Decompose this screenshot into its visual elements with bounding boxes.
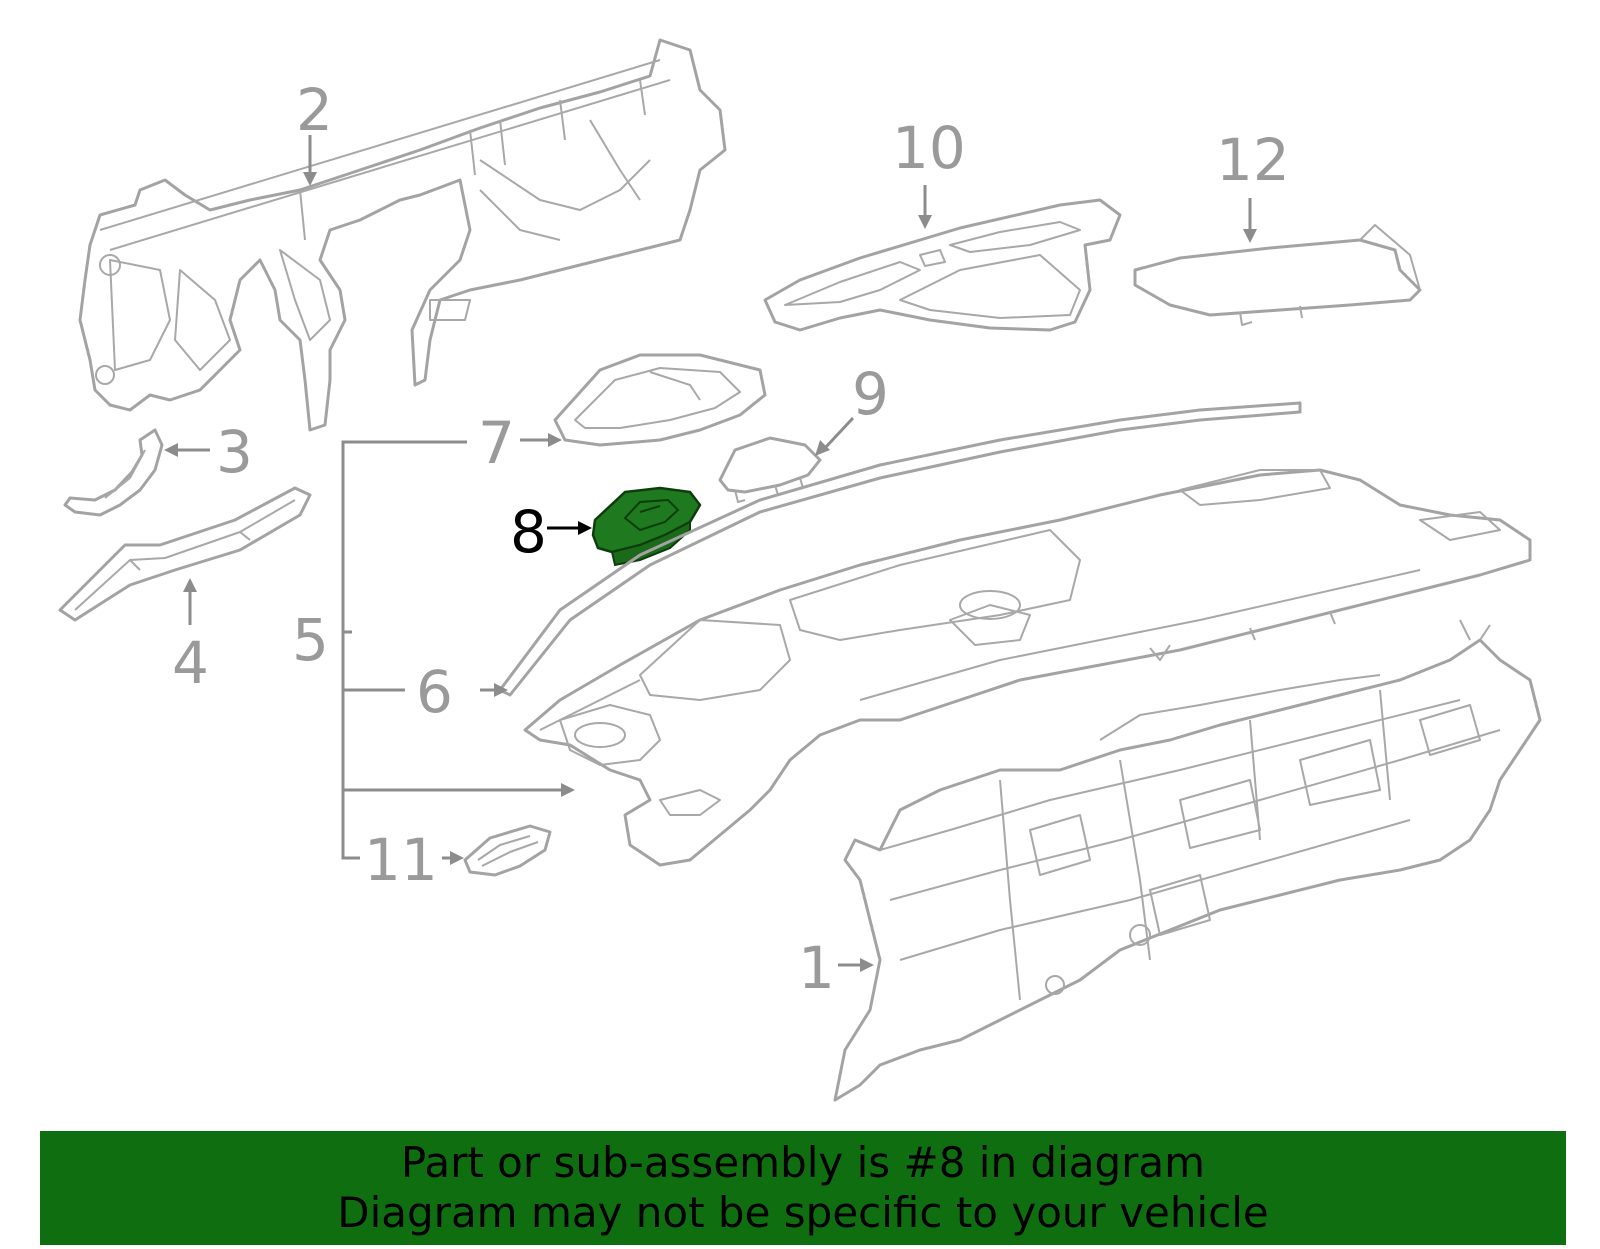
callout-11: 11 (364, 826, 438, 894)
part-5-instrument-panel[interactable] (523, 468, 1532, 867)
part-1-carrier[interactable] (833, 619, 1542, 1102)
callout-6: 6 (416, 658, 453, 726)
part-3-bracket[interactable] (63, 428, 164, 517)
banner-line-2: Diagram may not be specific to your vehi… (337, 1188, 1269, 1237)
part-8-switch-housing[interactable] (591, 486, 702, 567)
callout-7: 7 (478, 409, 515, 477)
callout-labels: 1 2 3 4 5 6 7 8 9 10 11 12 (172, 76, 1290, 1002)
part-7-bezel[interactable] (553, 353, 767, 447)
callout-3: 3 (216, 418, 253, 486)
info-banner: Part or sub-assembly is #8 in diagram Di… (40, 1131, 1566, 1245)
part-10-upper-panel[interactable] (763, 198, 1122, 332)
callout-12: 12 (1216, 126, 1290, 194)
part-4-trim[interactable] (58, 486, 312, 622)
callout-2: 2 (296, 76, 333, 144)
part-2-crossbeam[interactable] (78, 38, 727, 432)
part-9-cover[interactable] (718, 436, 822, 503)
part-6-trim-strip[interactable] (498, 401, 1302, 697)
part-12-side-panel[interactable] (1133, 224, 1422, 326)
callout-5: 5 (292, 606, 329, 674)
callout-9: 9 (852, 360, 889, 428)
callout-4: 4 (172, 629, 209, 697)
part-11-vent[interactable] (463, 824, 552, 877)
callout-10: 10 (892, 114, 966, 182)
callout-1: 1 (798, 934, 835, 1002)
banner-line-1: Part or sub-assembly is #8 in diagram (400, 1138, 1206, 1187)
callout-8: 8 (510, 498, 547, 566)
leader-lines (164, 135, 1257, 972)
